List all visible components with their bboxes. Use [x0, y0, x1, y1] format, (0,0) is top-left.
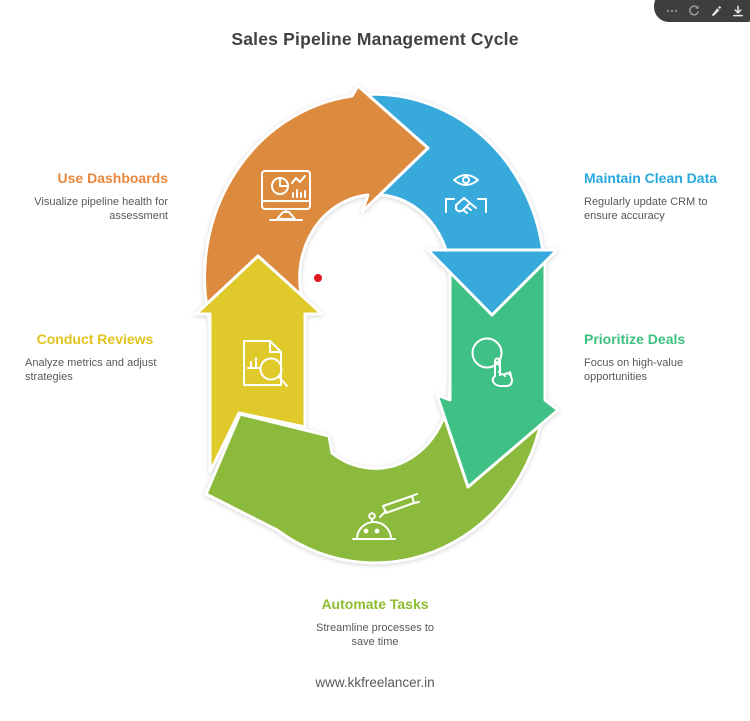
- download-icon[interactable]: [732, 4, 744, 17]
- document-search-icon: [243, 340, 288, 387]
- page-title: Sales Pipeline Management Cycle: [231, 29, 519, 49]
- step-label: Maintain Clean Data: [584, 170, 718, 186]
- step-use-dashboards: Use Dashboards Visualize pipeline health…: [20, 170, 168, 223]
- segment-prioritize-deals: [435, 248, 560, 489]
- segment-maintain-clean-data-arrowhead: [426, 248, 559, 317]
- step-description: Analyze metrics and adjust strategies: [25, 357, 157, 383]
- step-description: Streamline processes to save time: [316, 622, 434, 648]
- step-conduct-reviews: Conduct Reviews Analyze metrics and adju…: [25, 331, 165, 384]
- step-prioritize-deals: Prioritize Deals Focus on high-value opp…: [584, 331, 714, 384]
- more-options-icon[interactable]: [666, 4, 678, 16]
- step-automate-tasks: Automate Tasks Streamline processes to s…: [275, 596, 475, 649]
- brush-icon[interactable]: [710, 4, 722, 16]
- robot-chat-icon: [352, 493, 420, 540]
- dollar-tap-icon: [471, 337, 513, 387]
- step-label: Automate Tasks: [321, 596, 429, 612]
- toolbar: [654, 0, 750, 22]
- footer-website: www.kkfreelancer.in: [315, 675, 435, 690]
- refresh-icon[interactable]: [688, 4, 700, 16]
- step-description: Focus on high-value opportunities: [584, 357, 684, 383]
- step-label: Conduct Reviews: [36, 331, 154, 347]
- eye-handshake-icon: [445, 174, 487, 214]
- step-description: Regularly update CRM to ensure accuracy: [584, 196, 708, 222]
- step-maintain-clean-data: Maintain Clean Data Regularly update CRM…: [584, 170, 734, 223]
- dashboard-monitor-icon: [261, 170, 311, 221]
- cursor-dot: [314, 274, 322, 282]
- step-description: Visualize pipeline health for assessment: [34, 196, 168, 222]
- step-label: Use Dashboards: [57, 170, 168, 186]
- step-label: Prioritize Deals: [584, 331, 686, 347]
